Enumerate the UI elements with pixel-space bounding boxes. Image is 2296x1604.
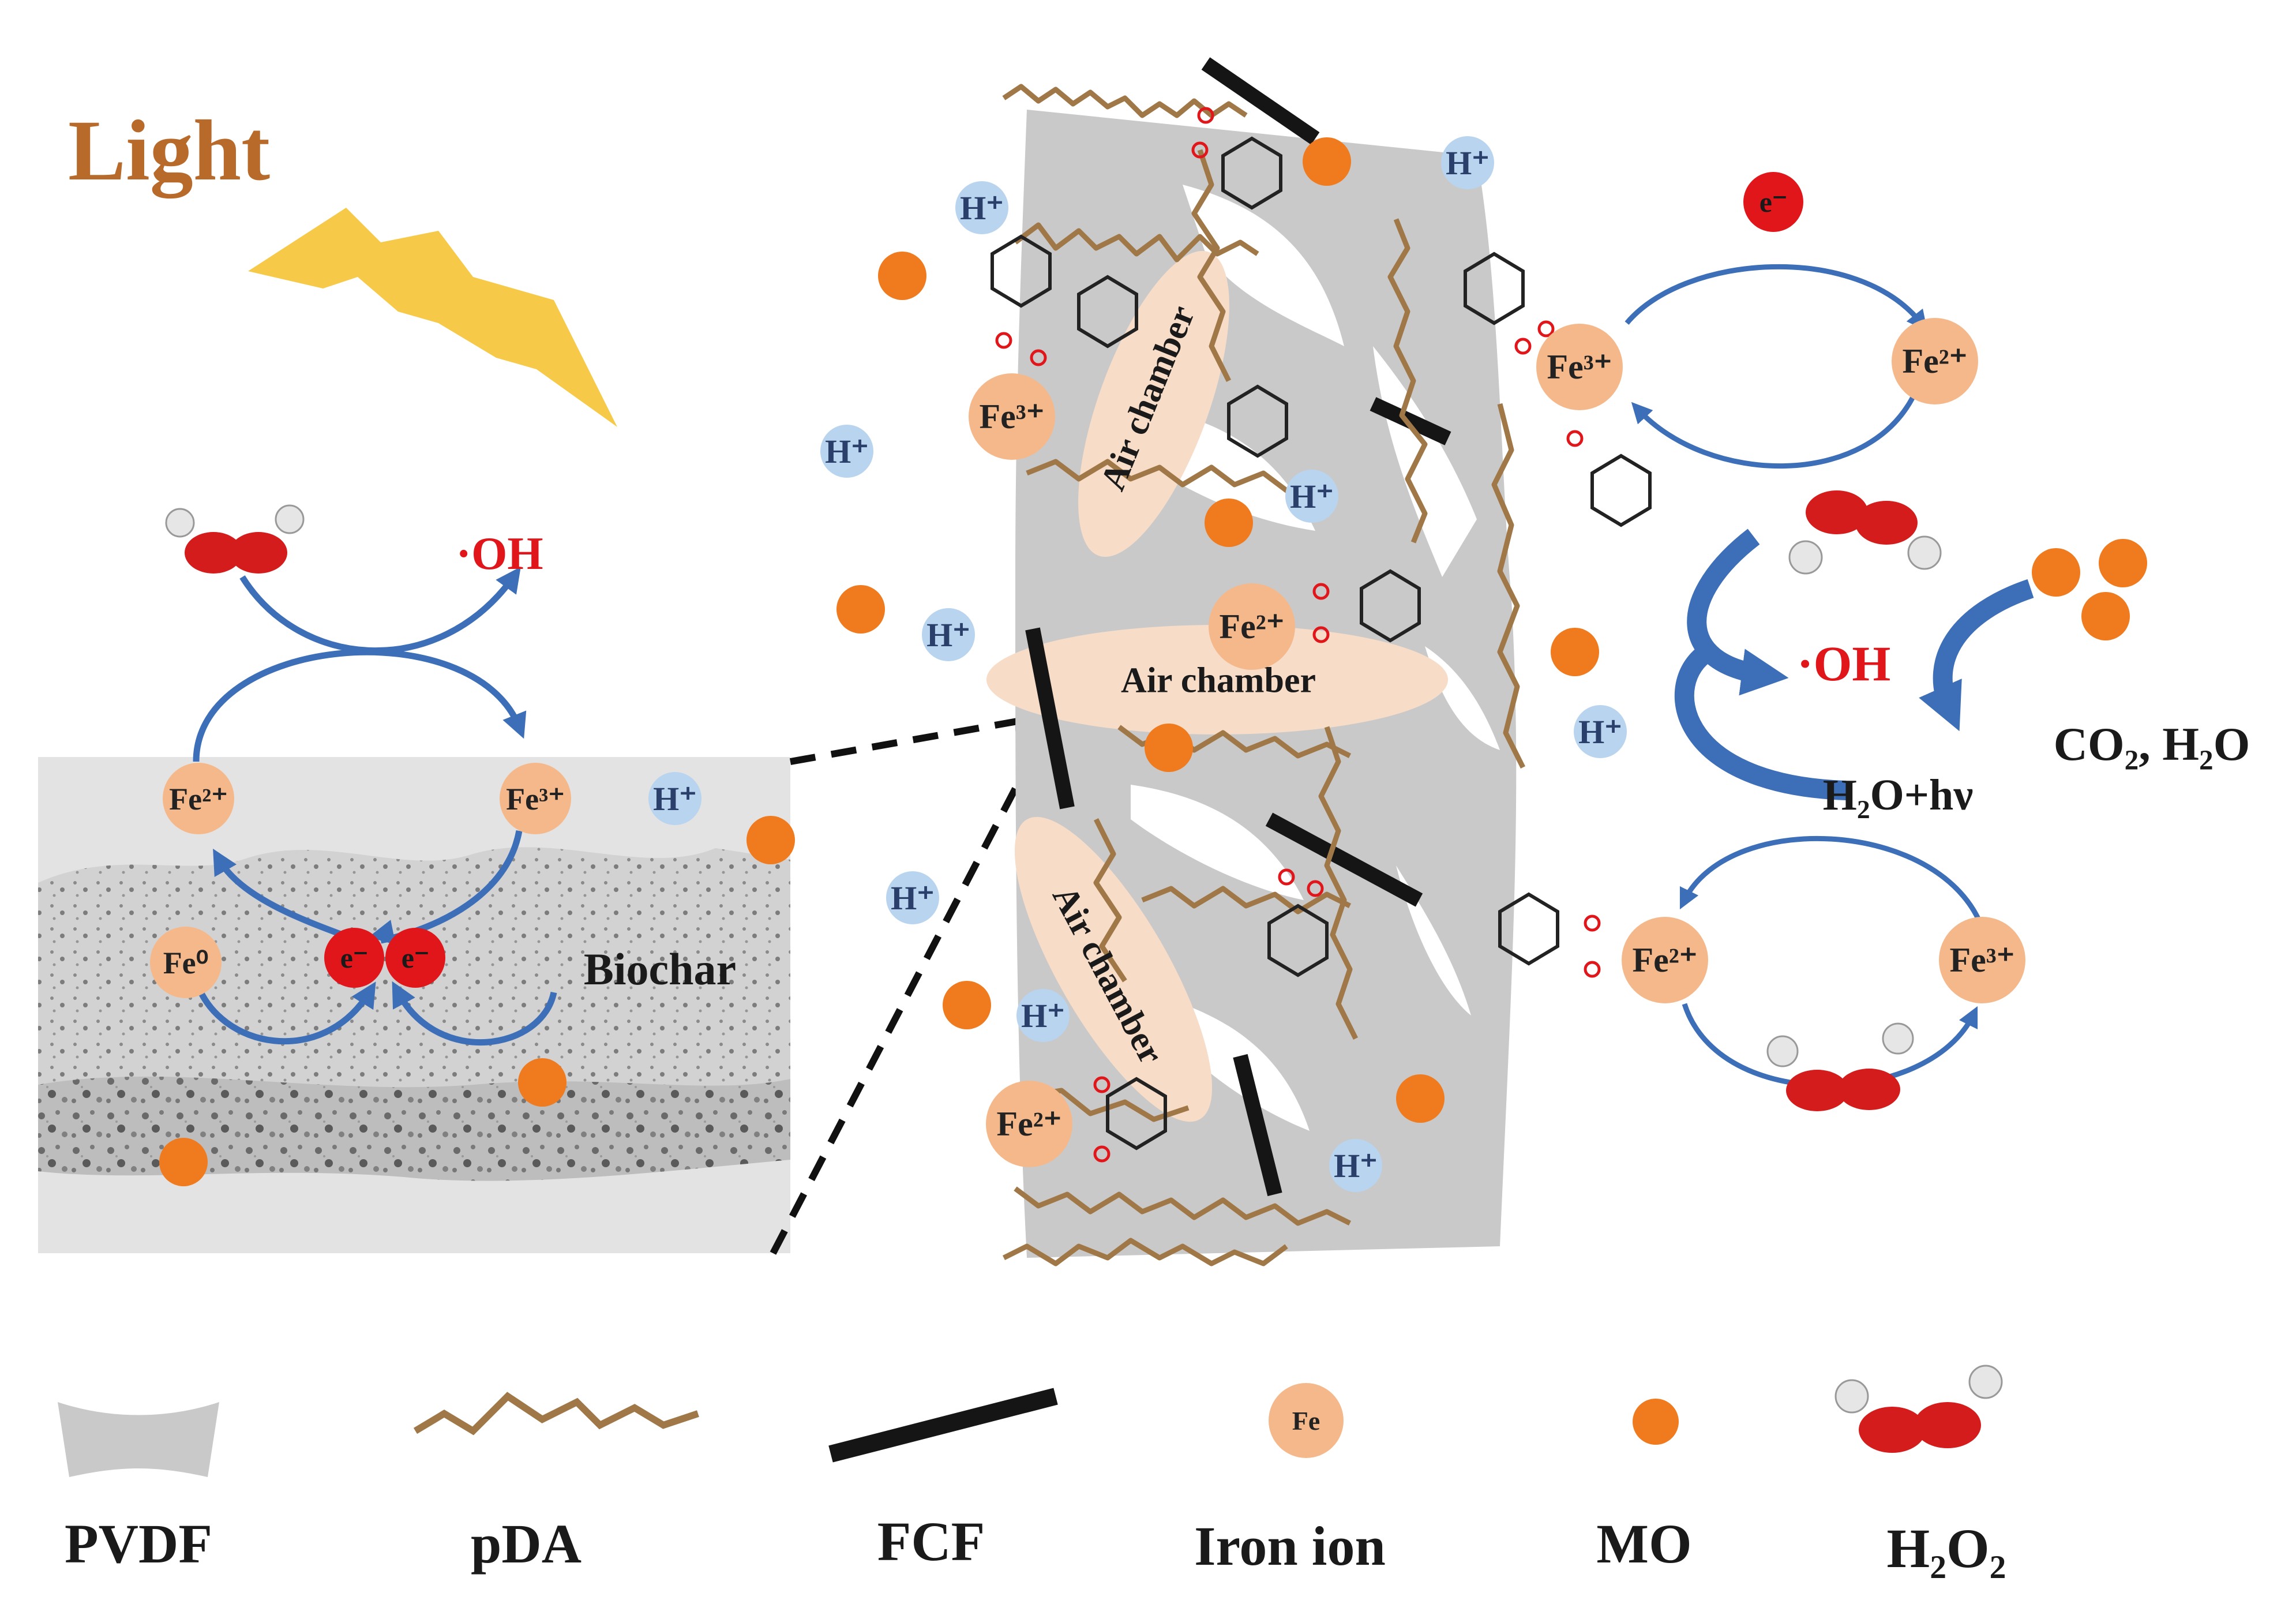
air-chamber-label: Air chamber bbox=[1120, 661, 1316, 700]
electron: e⁻ bbox=[1743, 172, 1803, 232]
tem-image bbox=[38, 757, 790, 1253]
electron: e⁻ bbox=[385, 928, 445, 988]
light-label: Light bbox=[68, 103, 271, 198]
iron-ion-fe3: Fe³⁺ bbox=[1536, 324, 1623, 410]
proton: H⁺ bbox=[1016, 989, 1070, 1042]
legend-h2o2-icon bbox=[1834, 1365, 2003, 1453]
legend-fcf-label: FCF bbox=[877, 1511, 985, 1572]
h2o2-molecule-right-bottom bbox=[1766, 1022, 1914, 1111]
proton: H⁺ bbox=[648, 772, 701, 825]
legend-iron-icon: Fe bbox=[1269, 1383, 1344, 1458]
mo-molecule bbox=[943, 981, 991, 1029]
iron-ion-fe2: Fe²⁺ bbox=[1209, 583, 1295, 670]
mo-molecule bbox=[518, 1058, 567, 1107]
legend-pvdf-label: PVDF bbox=[65, 1513, 212, 1575]
proton: H⁺ bbox=[922, 608, 975, 661]
legend-pda-label: pDA bbox=[470, 1513, 582, 1575]
mo-molecule bbox=[2099, 539, 2147, 587]
mo-molecule bbox=[746, 816, 795, 864]
mo-molecule bbox=[1145, 724, 1193, 772]
iron-ion-fe3: Fe³⁺ bbox=[1939, 917, 2025, 1003]
air-chamber-shapes bbox=[986, 250, 1448, 1122]
iron-ion-fe2: Fe²⁺ bbox=[1892, 318, 1978, 404]
mo-molecule bbox=[159, 1138, 208, 1186]
proton: H⁺ bbox=[1329, 1139, 1382, 1192]
iron-ion-fe0: Fe⁰ bbox=[150, 927, 222, 998]
legend-h2o2-label: H₂O₂ bbox=[1886, 1517, 2006, 1579]
water-light-label: H₂O+hν bbox=[1822, 771, 1974, 819]
lightning-icon bbox=[248, 208, 617, 427]
catechol-structures bbox=[991, 136, 1652, 1150]
mo-molecule bbox=[836, 585, 885, 634]
iron-ion-fe2: Fe²⁺ bbox=[1622, 917, 1708, 1003]
proton: H⁺ bbox=[1285, 470, 1338, 523]
mo-molecule bbox=[878, 252, 926, 300]
mo-molecule bbox=[1303, 137, 1351, 186]
mo-molecule bbox=[1551, 628, 1599, 676]
iron-ion-fe3: Fe³⁺ bbox=[969, 373, 1055, 460]
proton: H⁺ bbox=[886, 871, 939, 924]
legend-mo-icon bbox=[1633, 1399, 1679, 1445]
fcf-fibers bbox=[1025, 57, 1451, 1197]
hydroxyl-radical-label: ·OH bbox=[1796, 636, 1891, 691]
mo-molecule bbox=[2032, 548, 2080, 597]
legend-pvdf-icon bbox=[58, 1402, 219, 1477]
iron-ion-fe2: Fe²⁺ bbox=[986, 1081, 1072, 1167]
legend-pda-icon bbox=[413, 1392, 699, 1436]
hydroxyl-radical-label: ·OH bbox=[456, 529, 543, 579]
catechol-oxygens bbox=[995, 107, 1601, 1163]
proton: H⁺ bbox=[1574, 705, 1627, 758]
mo-molecule bbox=[2081, 592, 2130, 640]
iron-ion-fe3: Fe³⁺ bbox=[500, 763, 571, 834]
iron-ion-fe2: Fe²⁺ bbox=[163, 763, 234, 834]
legend-fcf-icon bbox=[828, 1388, 1058, 1463]
proton: H⁺ bbox=[955, 181, 1008, 234]
hydroxyl-arrows bbox=[1674, 529, 2034, 800]
legend-iron-label: Iron ion bbox=[1194, 1515, 1386, 1577]
proton: H⁺ bbox=[1441, 136, 1494, 189]
h2o2-molecule-left bbox=[165, 504, 305, 574]
mo-molecule bbox=[1396, 1074, 1445, 1123]
products-label: CO₂, H₂O bbox=[2053, 718, 2250, 770]
zoom-lines bbox=[770, 712, 1051, 1255]
right-top-cycle bbox=[1625, 264, 1928, 469]
proton: H⁺ bbox=[820, 425, 873, 478]
h2o2-molecule-right-top bbox=[1788, 490, 1942, 575]
biochar-label: Biochar bbox=[583, 944, 737, 994]
legend-mo-label: MO bbox=[1596, 1513, 1692, 1575]
mo-molecule bbox=[1205, 499, 1253, 547]
electron: e⁻ bbox=[324, 928, 384, 988]
